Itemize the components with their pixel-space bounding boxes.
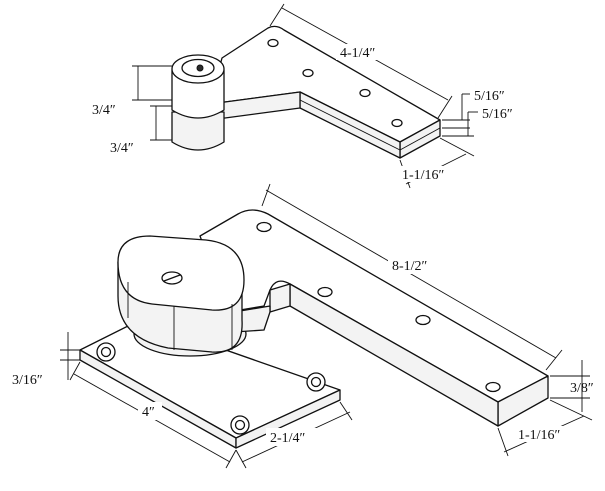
bottom-pivot-housing-top <box>117 235 245 311</box>
top-pivot-cap <box>171 69 225 119</box>
top-pivot-arm <box>209 25 441 143</box>
top-pivot <box>171 25 441 159</box>
bottom-pivot-arm-width-label: 1-1/16″ <box>518 428 561 443</box>
top-pivot-lower-cylinder <box>171 111 225 151</box>
bottom-pivot-plate-width-label: 2-1/4″ <box>270 431 306 446</box>
top-pivot-thickness-lower-label: 5/16″ <box>482 107 513 122</box>
bottom-pivot-arm-hole <box>415 314 431 326</box>
top-pivot-hole <box>267 38 279 48</box>
bottom-pivot-dimensions: 8-1/2″ 3/8″ 1-1/16″ 3/16″ 4″ 2-1/4″ <box>12 183 594 469</box>
top-pivot-length-label: 4-1/4″ <box>340 46 376 61</box>
bottom-pivot-arm-thickness-label: 3/8″ <box>570 381 594 396</box>
top-pivot-thickness-upper-label: 5/16″ <box>474 89 505 104</box>
top-pivot-cap-height-label: 3/4″ <box>92 103 116 118</box>
top-pivot-hole <box>391 118 403 128</box>
bottom-pivot-plate-length-label: 4″ <box>142 405 155 420</box>
bottom-pivot-arm-hole <box>317 286 333 298</box>
top-pivot-hole <box>302 68 314 78</box>
bottom-pivot-arm-hole <box>485 381 501 393</box>
bottom-pivot-plate-thickness-label: 3/16″ <box>12 373 43 388</box>
top-pivot-lower-height-label: 3/4″ <box>110 141 134 156</box>
top-pivot-width-label: 1-1/16″ <box>402 168 445 183</box>
bottom-pivot <box>79 209 549 449</box>
bottom-pivot-arm-hole <box>256 221 272 233</box>
top-pivot-hole <box>359 88 371 98</box>
bottom-pivot-length-label: 8-1/2″ <box>392 259 428 274</box>
top-pivot-dimensions: 4-1/4″ 3/4″ 3/4″ 5/16″ 5/16″ 1-1/16″ <box>92 3 513 189</box>
